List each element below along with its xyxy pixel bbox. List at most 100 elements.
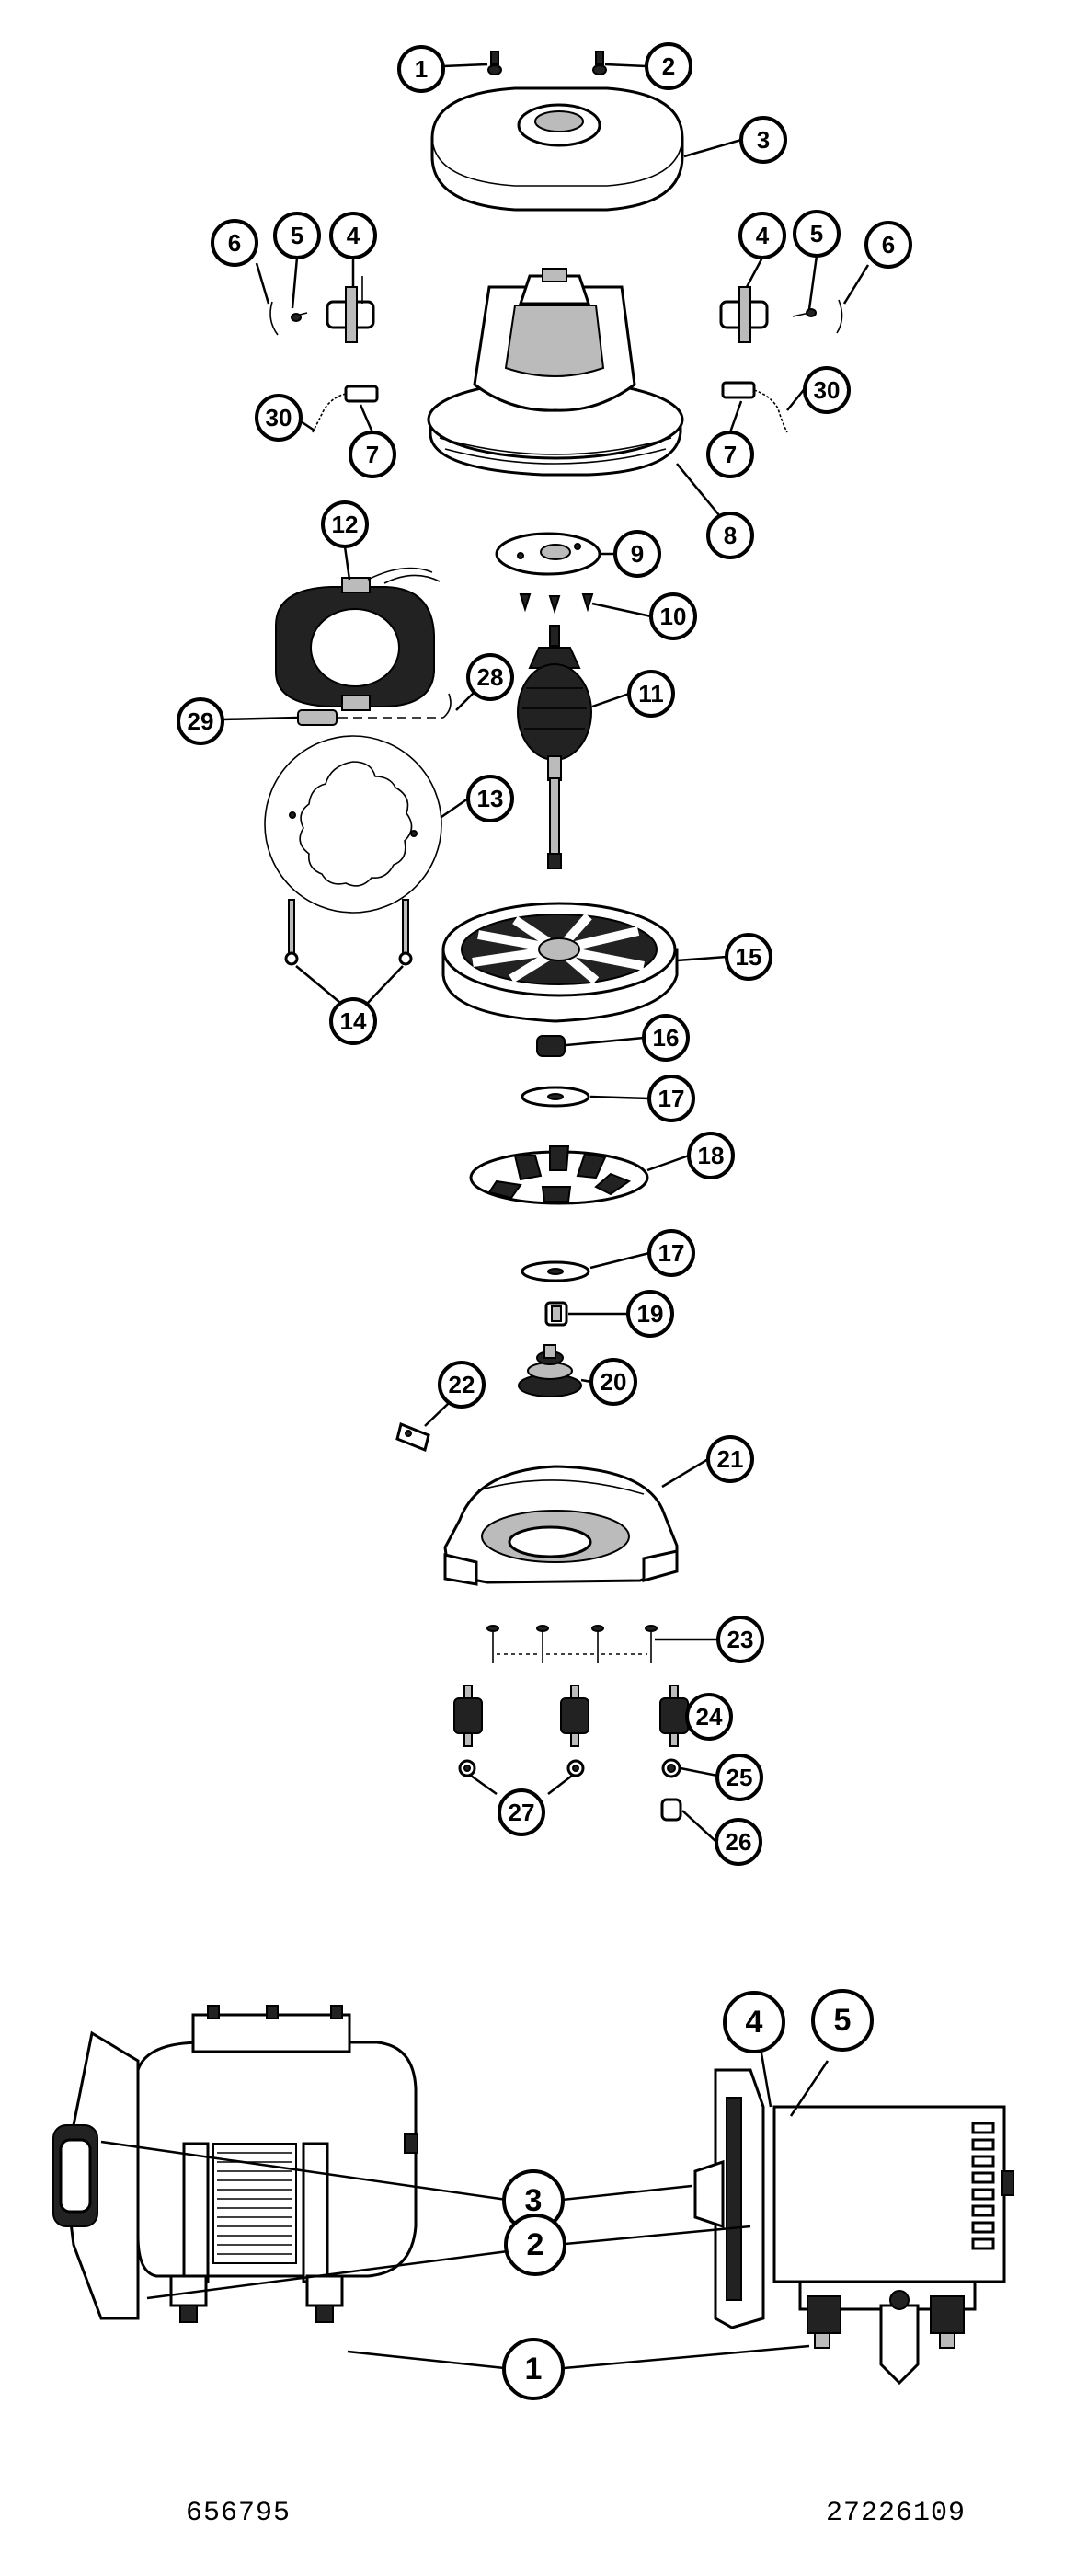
svg-text:23: 23 (727, 1626, 754, 1653)
svg-text:5: 5 (291, 222, 303, 249)
callout-18: 18 (687, 1132, 735, 1179)
callout-27: 27 (498, 1788, 545, 1836)
callout-30-left: 30 (255, 394, 303, 442)
part-end-housing-8 (427, 268, 684, 477)
callout-29: 29 (177, 697, 224, 745)
callout-9: 9 (613, 530, 661, 578)
svg-text:30: 30 (266, 404, 292, 431)
install-callout-2: 2 (504, 2214, 566, 2276)
callout-7-right: 7 (706, 431, 754, 478)
svg-text:9: 9 (631, 540, 644, 568)
callout-17-upper: 17 (647, 1075, 695, 1122)
callout-14: 14 (329, 997, 377, 1045)
part-bracket-22 (395, 1421, 430, 1453)
svg-text:17: 17 (658, 1085, 685, 1112)
callout-20: 20 (589, 1358, 637, 1406)
install-callout-1: 1 (502, 2338, 565, 2400)
svg-text:16: 16 (653, 1024, 680, 1052)
installation-leaders (100, 2053, 830, 2371)
svg-text:29: 29 (188, 707, 214, 735)
part-washer-25 (661, 1758, 681, 1778)
svg-text:21: 21 (717, 1445, 744, 1473)
install-callout-4: 4 (723, 1991, 785, 2053)
exploded-view (264, 51, 843, 1822)
svg-text:2: 2 (527, 2227, 544, 2262)
part-washers-27 (458, 1759, 585, 1777)
svg-text:27: 27 (509, 1799, 535, 1826)
svg-text:4: 4 (746, 2005, 763, 2040)
part-nut-26 (660, 1798, 682, 1822)
callout-11: 11 (627, 670, 675, 718)
callout-4-right: 4 (738, 212, 786, 259)
callout-7-left: 7 (349, 431, 396, 478)
part-brush-left (312, 385, 379, 433)
svg-text:12: 12 (332, 511, 359, 538)
svg-text:3: 3 (757, 126, 770, 154)
svg-text:5: 5 (834, 2003, 852, 2038)
part-washer-17-upper (521, 1086, 590, 1108)
callout-25: 25 (715, 1754, 763, 1801)
exploded-callouts: 1 2 3 4 5 6 4 5 6 30 7 30 7 8 9 10 12 11… (177, 42, 912, 1866)
callout-15: 15 (725, 933, 772, 981)
svg-text:26: 26 (726, 1828, 752, 1856)
svg-text:25: 25 (727, 1764, 753, 1791)
motor-assembly (693, 2068, 1014, 2386)
part-mounts-24 (453, 1685, 689, 1747)
svg-text:14: 14 (340, 1007, 367, 1035)
part-bearing-plate-9 (495, 532, 601, 576)
callout-6-right: 6 (864, 221, 912, 269)
part-nut-19 (544, 1301, 568, 1327)
svg-text:22: 22 (449, 1371, 475, 1398)
figure-code-left: 656795 (186, 2498, 292, 2529)
svg-text:20: 20 (601, 1368, 627, 1396)
part-screw-1 (487, 51, 502, 75)
callout-17-lower: 17 (647, 1229, 695, 1277)
part-lead-28 (338, 693, 452, 719)
callout-12: 12 (321, 500, 369, 548)
svg-text:5: 5 (810, 220, 823, 247)
figure-code-right: 27226109 (826, 2498, 967, 2529)
part-pulley-20 (518, 1344, 582, 1397)
part-long-screws-14 (284, 899, 413, 966)
callout-6-left: 6 (211, 219, 258, 267)
exploded-leaders (222, 63, 870, 1843)
part-screws-10 (519, 593, 594, 615)
part-sleeve-29 (297, 709, 338, 726)
svg-text:18: 18 (698, 1142, 725, 1169)
callout-1: 1 (397, 45, 445, 93)
installation-view (52, 2005, 1014, 2386)
callout-5-left: 5 (273, 212, 321, 259)
part-brush-right (721, 381, 788, 433)
svg-text:6: 6 (882, 231, 895, 259)
callout-19: 19 (626, 1290, 674, 1338)
part-screw-2 (592, 51, 607, 75)
part-spacer-16 (536, 1035, 566, 1057)
callout-3: 3 (739, 116, 787, 164)
svg-text:15: 15 (736, 943, 762, 971)
callout-21: 21 (706, 1435, 754, 1483)
svg-text:30: 30 (814, 376, 841, 404)
svg-text:7: 7 (366, 441, 379, 468)
part-armature-11 (517, 625, 592, 869)
part-brush-holder-left (269, 276, 375, 343)
install-callout-5: 5 (811, 1989, 874, 2052)
callout-24: 24 (685, 1693, 733, 1741)
callout-10: 10 (649, 592, 697, 640)
svg-text:28: 28 (477, 663, 504, 691)
part-screws-23 (486, 1625, 658, 1663)
svg-text:6: 6 (228, 229, 241, 257)
callout-28: 28 (466, 653, 514, 701)
installation-callouts: 4 5 3 2 1 (502, 1989, 874, 2400)
part-fan-frame-15 (441, 902, 679, 1023)
callout-26: 26 (715, 1818, 762, 1866)
callout-8: 8 (706, 512, 754, 559)
part-gasket-13 (264, 735, 442, 914)
svg-text:11: 11 (638, 680, 664, 707)
part-fan-18 (469, 1145, 649, 1205)
callout-22: 22 (438, 1361, 486, 1409)
callout-5-right: 5 (793, 210, 841, 258)
callout-30-right: 30 (803, 366, 851, 414)
svg-text:2: 2 (662, 52, 675, 80)
svg-text:1: 1 (415, 55, 428, 83)
